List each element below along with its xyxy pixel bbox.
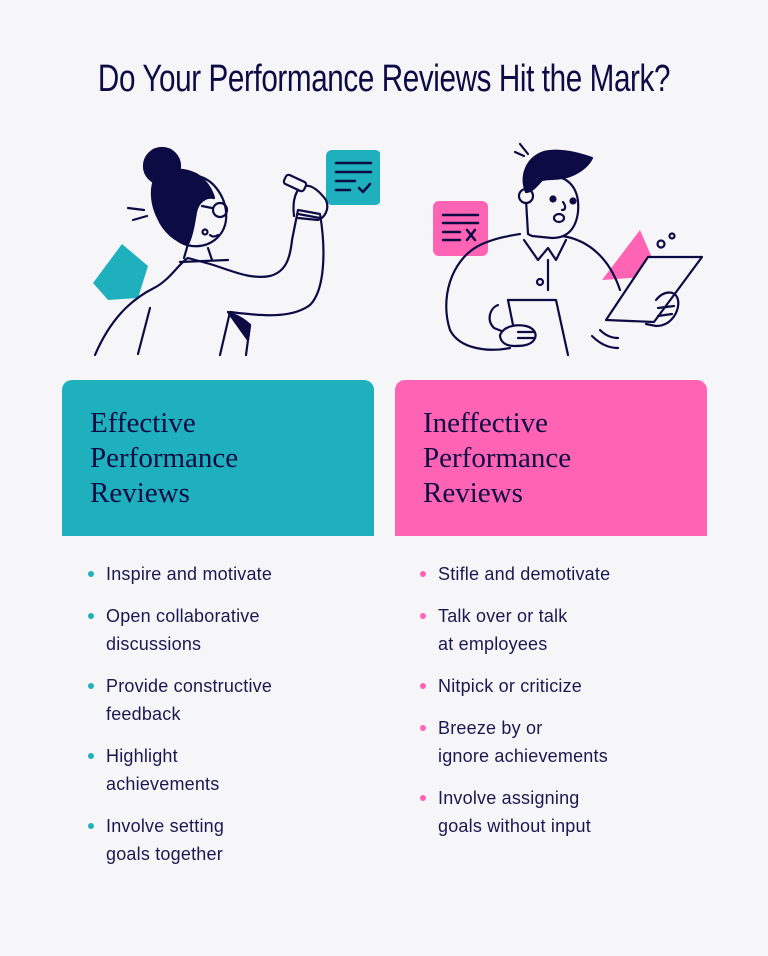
ineffective-reviews-heading: Ineffective Performance Reviews — [423, 406, 633, 511]
heading-line: Performance — [423, 442, 572, 474]
heading-line: Performance — [90, 442, 239, 474]
bullet-icon — [420, 795, 426, 801]
checklist-check-icon — [326, 150, 381, 205]
heading-line: Reviews — [423, 477, 523, 509]
page-title: Do Your Performance Reviews Hit the Mark… — [97, 58, 671, 100]
checklist-x-icon — [433, 201, 488, 256]
teal-shape-icon — [93, 244, 148, 300]
heading-line: Reviews — [90, 477, 190, 509]
bullet-icon — [420, 725, 426, 731]
bullet-icon — [420, 683, 426, 689]
list-item: Inspire and motivate — [88, 560, 368, 588]
heading-line: Ineffective — [423, 407, 549, 439]
woman-writing-illustration — [80, 140, 381, 370]
ineffective-reviews-card: Ineffective Performance Reviews — [395, 380, 707, 536]
bullet-icon — [88, 753, 94, 759]
confused-man-illustration — [420, 140, 720, 370]
list-item: Nitpick or criticize — [420, 672, 710, 700]
effective-reviews-heading: Effective Performance Reviews — [90, 406, 300, 511]
bullet-icon — [88, 613, 94, 619]
heading-line: Effective — [90, 407, 196, 439]
bullet-icon — [420, 571, 426, 577]
bullet-icon — [420, 613, 426, 619]
list-item: Stifle and demotivate — [420, 560, 710, 588]
bullet-icon — [88, 823, 94, 829]
bullet-icon — [88, 683, 94, 689]
effective-reviews-card: Effective Performance Reviews — [62, 380, 374, 536]
bullet-icon — [88, 571, 94, 577]
